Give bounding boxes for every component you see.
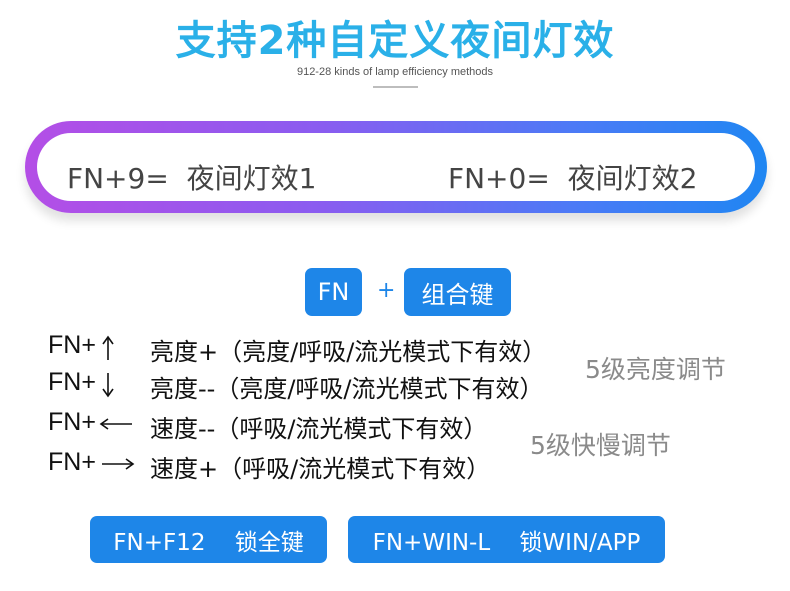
shortcut-desc: 速度+（呼吸/流光模式下有效） bbox=[150, 455, 491, 483]
subtitle-divider bbox=[373, 86, 418, 88]
page-subtitle: 912-28 kinds of lamp efficiency methods bbox=[296, 66, 494, 78]
down-arrow-icon bbox=[101, 372, 115, 402]
effect-1-label: FN+9= 夜间灯效1 bbox=[67, 162, 317, 195]
shortcut-key: FN+ bbox=[48, 408, 96, 436]
left-arrow-icon bbox=[99, 416, 133, 435]
speed-levels-note: 5级快慢调节 bbox=[530, 431, 671, 460]
lock-win-key-button: FN+WIN-L 锁WIN/APP bbox=[348, 516, 665, 563]
right-arrow-icon bbox=[101, 456, 135, 475]
shortcut-desc: 亮度--（亮度/呼吸/流光模式下有效） bbox=[150, 375, 544, 403]
shortcut-row-brightness-down: FN+ 亮度--（亮度/呼吸/流光模式下有效） bbox=[0, 368, 790, 404]
brightness-levels-note: 5级亮度调节 bbox=[585, 355, 726, 384]
up-arrow-icon bbox=[101, 335, 115, 365]
page-title: 支持2种自定义夜间灯效 bbox=[175, 18, 615, 64]
effect-2-label: FN+0= 夜间灯效2 bbox=[448, 162, 698, 195]
shortcut-desc: 亮度+（亮度/呼吸/流光模式下有效） bbox=[150, 338, 547, 366]
shortcut-key: FN+ bbox=[48, 448, 96, 476]
effects-pill-inner: FN+9= 夜间灯效1 FN+0= 夜间灯效2 bbox=[37, 133, 755, 201]
fn-key-button: FN bbox=[305, 268, 362, 316]
shortcut-row-speed-up: FN+ 速度+（呼吸/流光模式下有效） bbox=[0, 448, 790, 484]
shortcut-row-speed-down: FN+ 速度--（呼吸/流光模式下有效） bbox=[0, 408, 790, 444]
shortcut-key: FN+ bbox=[48, 368, 96, 396]
combo-key-button: 组合键 bbox=[404, 268, 511, 316]
shortcut-row-brightness-up: FN+ 亮度+（亮度/呼吸/流光模式下有效） bbox=[0, 331, 790, 367]
shortcut-desc: 速度--（呼吸/流光模式下有效） bbox=[150, 415, 488, 443]
lock-all-keys-button: FN+F12 锁全键 bbox=[90, 516, 327, 563]
shortcut-key: FN+ bbox=[48, 331, 96, 359]
plus-sign: + bbox=[377, 278, 396, 303]
effects-pill: FN+9= 夜间灯效1 FN+0= 夜间灯效2 bbox=[25, 121, 767, 213]
